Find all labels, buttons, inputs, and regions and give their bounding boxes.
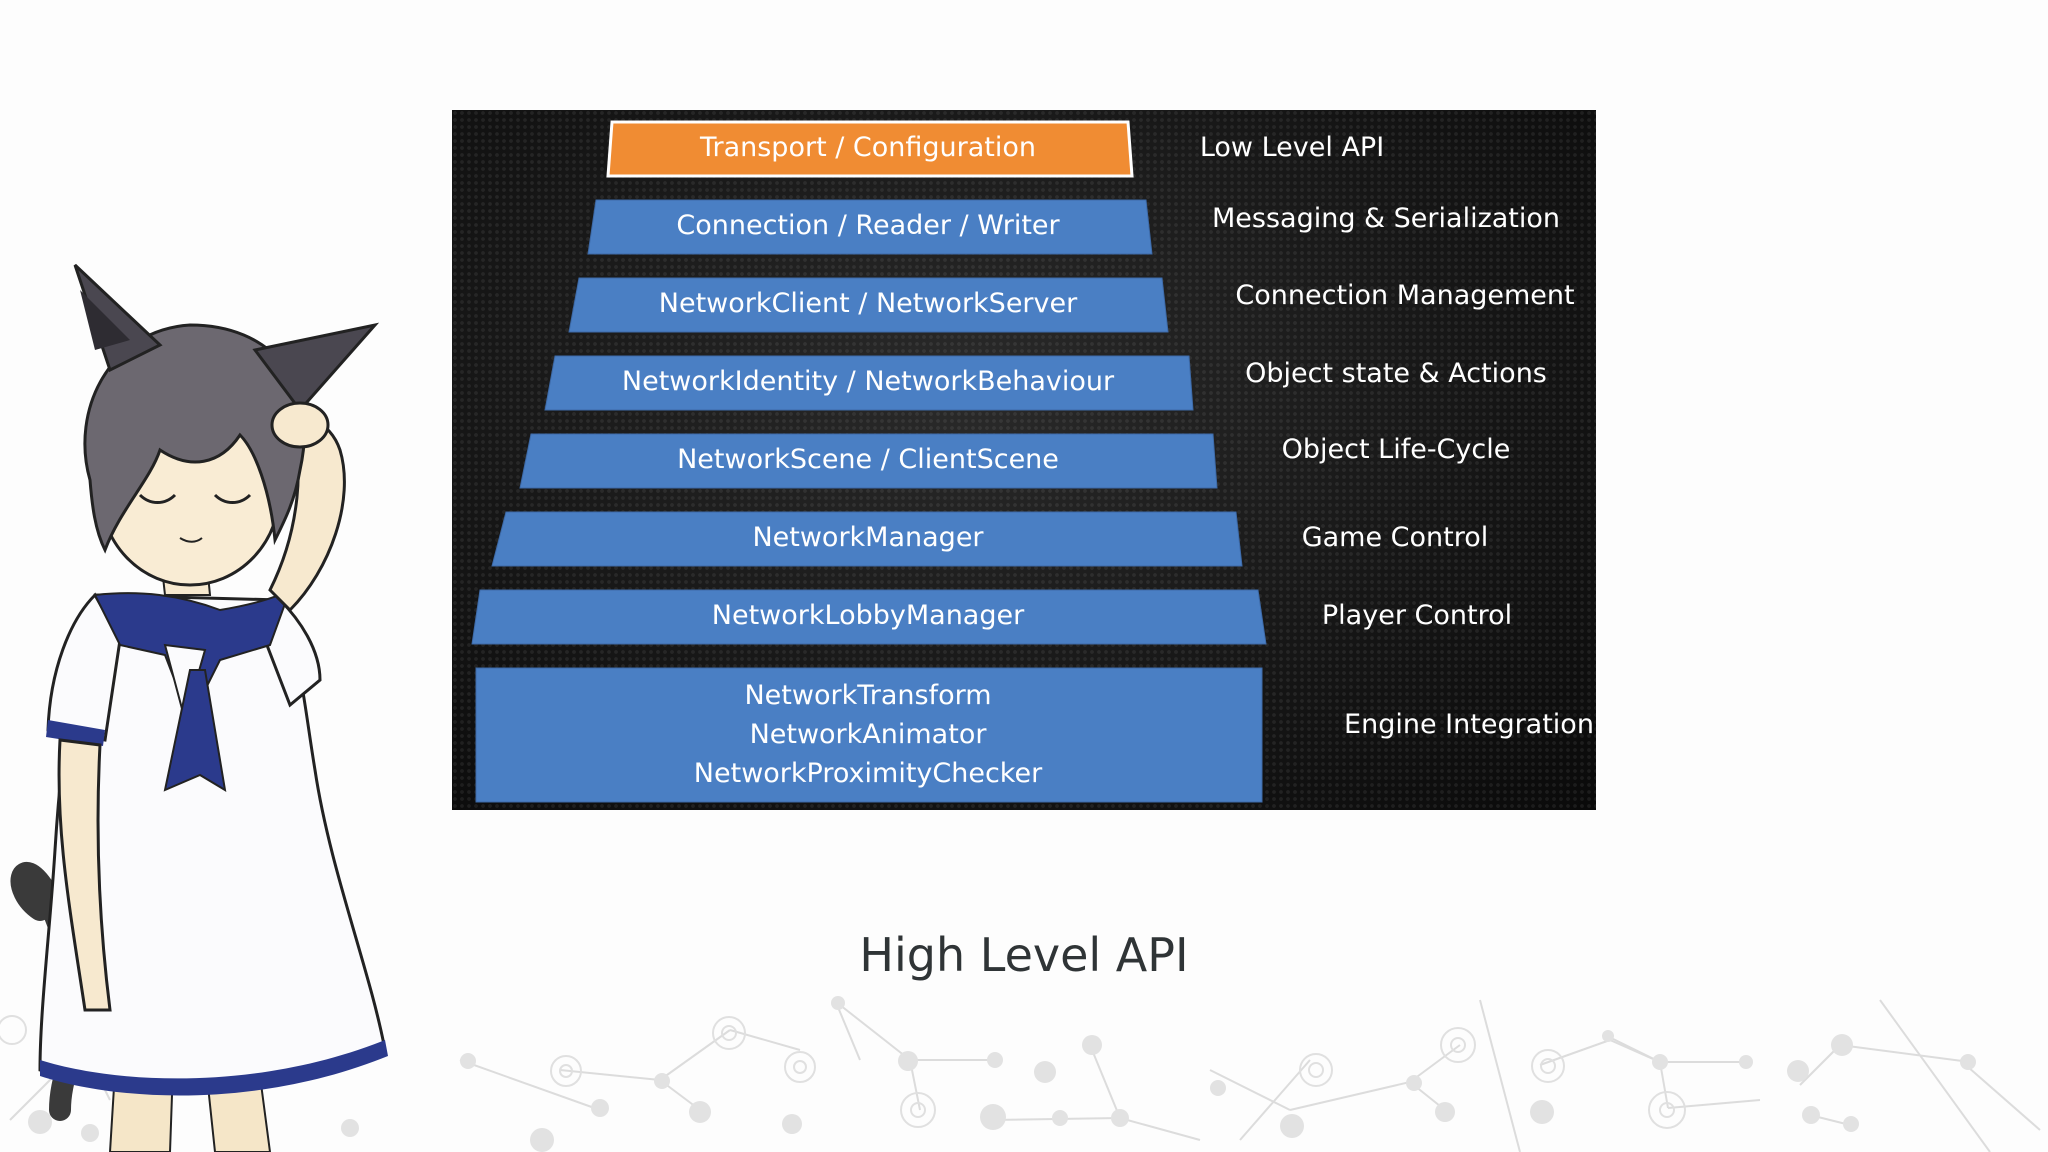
layer-description-engine-integration: Engine Integration <box>1344 709 1594 740</box>
layer-engine-integration-shape <box>475 667 1263 803</box>
layer-transport-shape <box>606 120 1134 178</box>
network-api-layer-diagram: Transport / Configuration Connection / R… <box>452 110 1596 810</box>
cat-girl-character-illustration <box>10 263 388 1152</box>
layer-label-identity-behaviour: NetworkIdentity / NetworkBehaviour <box>621 366 1115 397</box>
layer-label-network-animator: NetworkAnimator <box>749 719 987 750</box>
layer-description-life-cycle: Object Life-Cycle <box>1281 434 1511 465</box>
layer-description-messaging: Messaging & Serialization <box>1211 203 1561 234</box>
layer-description-player-control: Player Control <box>1321 600 1513 631</box>
layer-label-proximity-checker: NetworkProximityChecker <box>693 758 1043 789</box>
layer-identity-behaviour-shape <box>544 355 1194 411</box>
layer-client-server-shape <box>568 277 1169 333</box>
layer-label-connection: Connection / Reader / Writer <box>676 210 1060 241</box>
layer-scene-shape <box>519 433 1218 489</box>
layer-description-game-control: Game Control <box>1301 522 1489 553</box>
layer-label-manager: NetworkManager <box>752 522 984 553</box>
layer-label-lobby-manager: NetworkLobbyManager <box>711 600 1025 631</box>
layer-description-low-level-api: Low Level API <box>1199 132 1385 163</box>
layer-shapes <box>471 120 1267 803</box>
layer-label-transport: Transport / Configuration <box>699 132 1037 163</box>
layer-connection-shape <box>587 199 1153 255</box>
layer-lobby-manager-shape <box>471 589 1267 645</box>
slide-caption: High Level API <box>859 928 1189 982</box>
layer-label-client-server: NetworkClient / NetworkServer <box>658 288 1078 319</box>
layer-description-object-state: Object state & Actions <box>1245 358 1547 389</box>
layer-manager-shape <box>491 511 1243 567</box>
layer-label-scene: NetworkScene / ClientScene <box>677 444 1059 475</box>
layer-label-network-transform: NetworkTransform <box>744 680 992 711</box>
layer-description-connection-management: Connection Management <box>1235 280 1575 311</box>
